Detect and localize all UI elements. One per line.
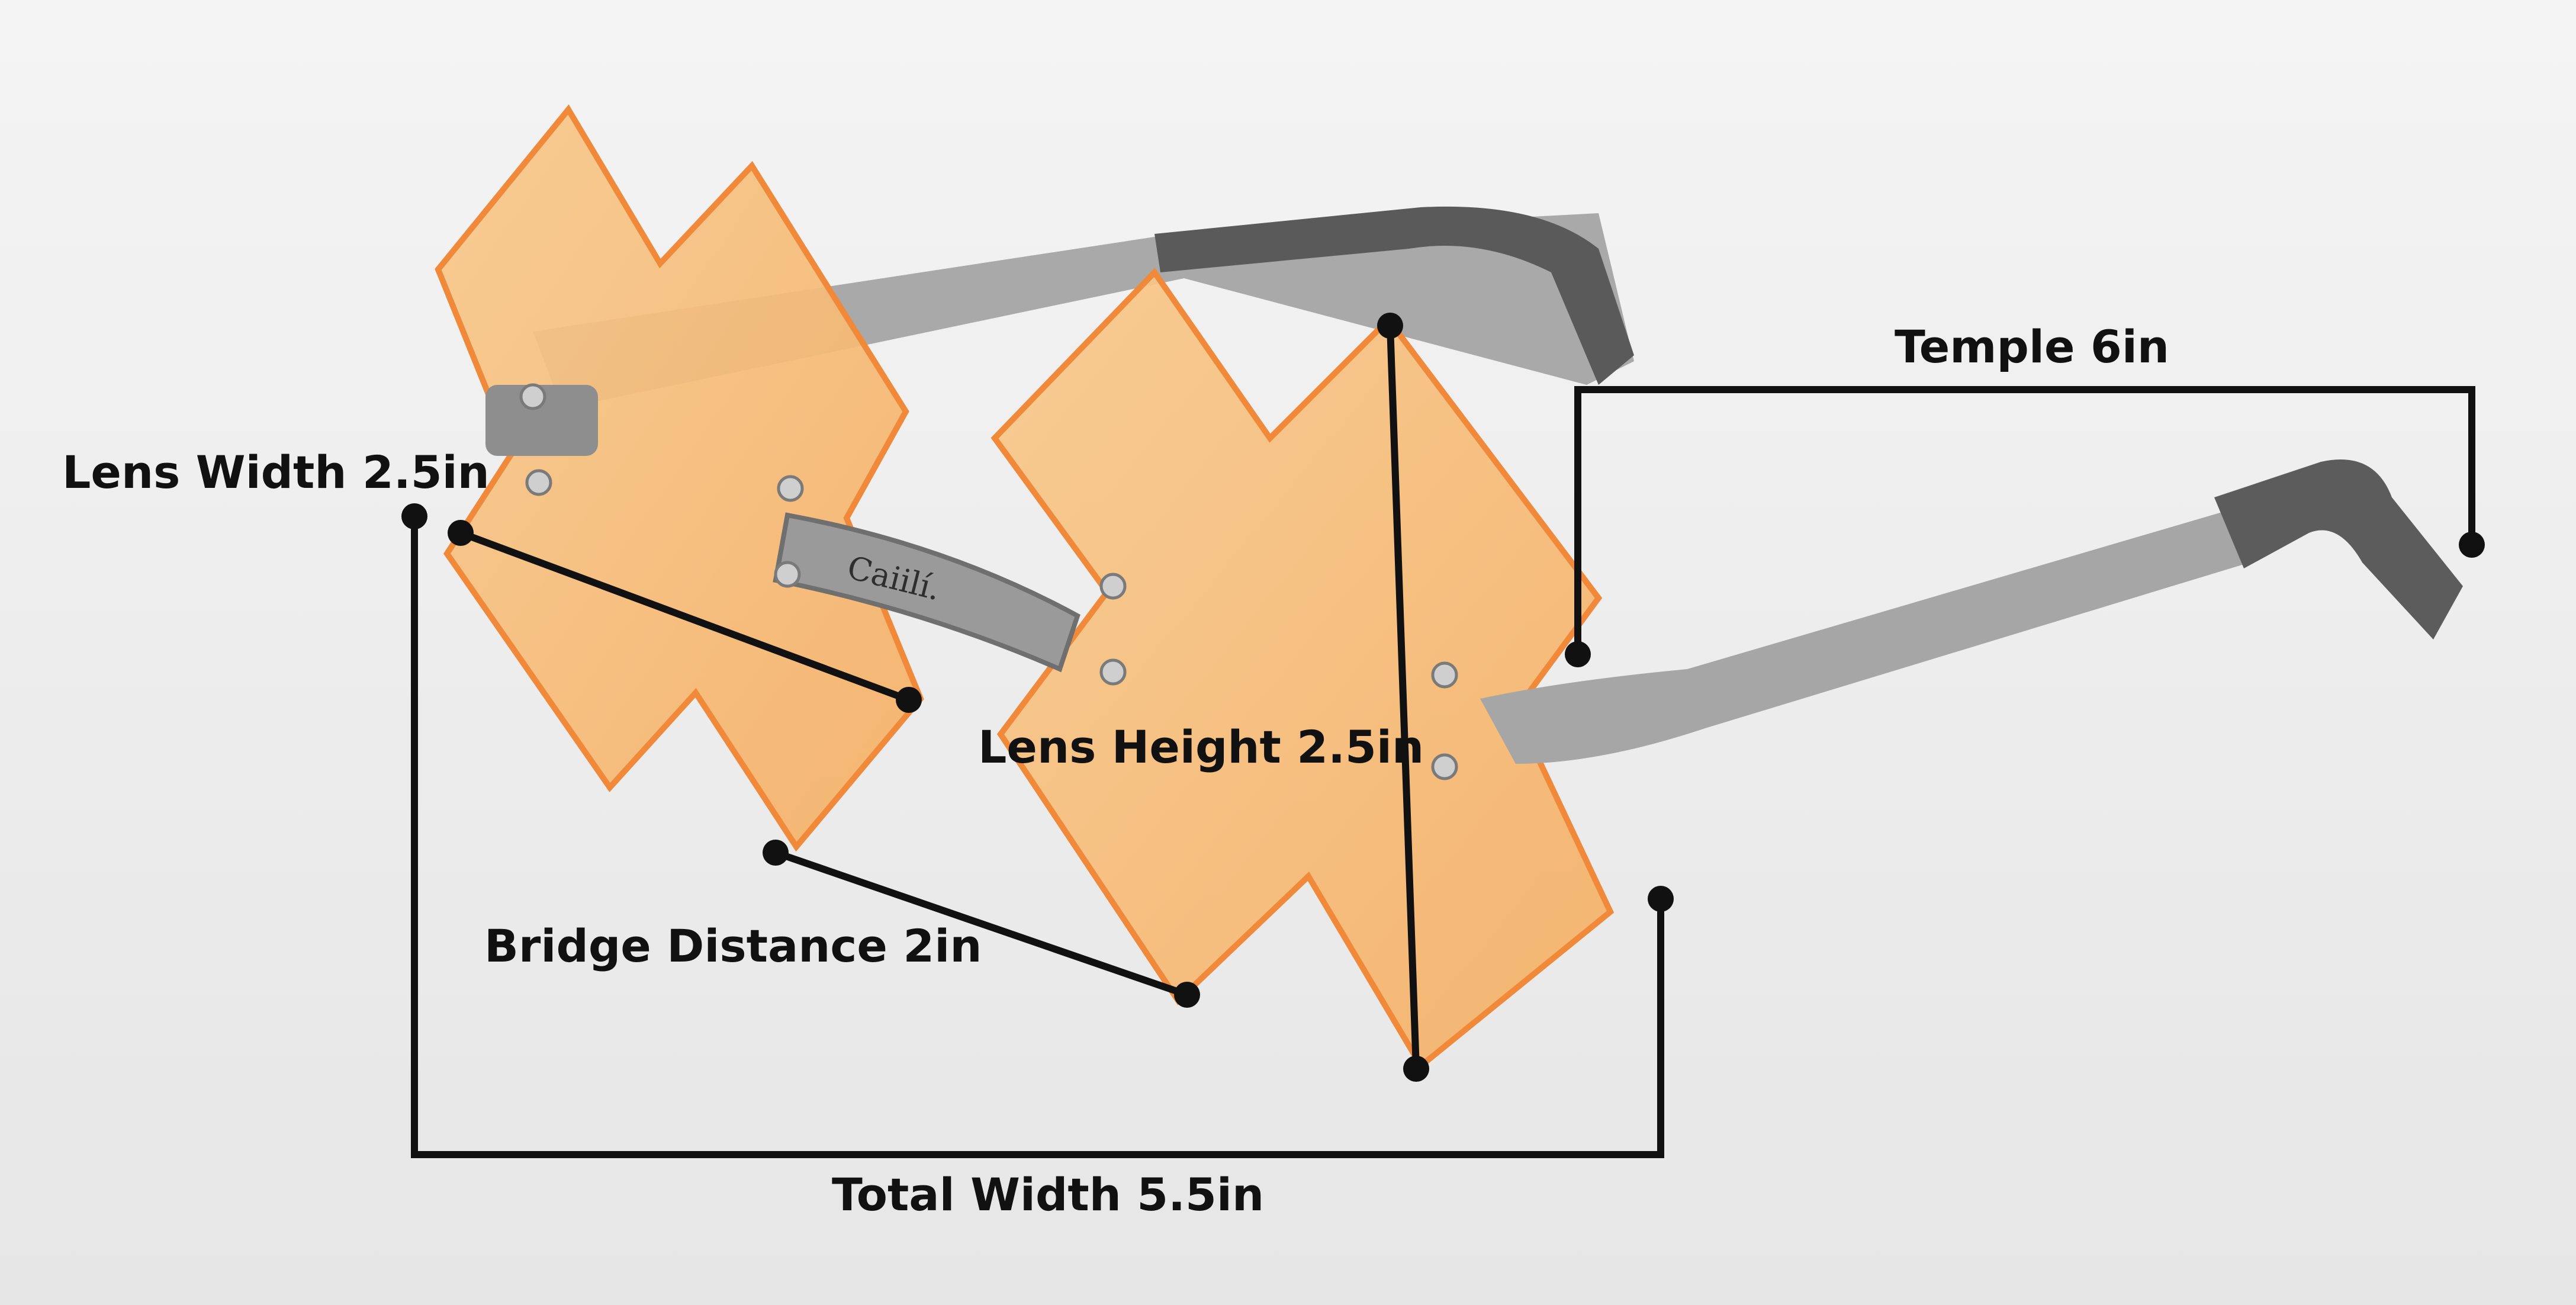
lens-width-label: Lens Width 2.5in — [62, 446, 490, 499]
left-hinge-screw — [525, 469, 552, 496]
temple-endpoint-dot — [2459, 532, 2485, 558]
total-width-endpoint-dot — [1648, 886, 1674, 912]
total-width-endpoint-dot — [401, 503, 427, 529]
total-width-bracket — [411, 516, 1664, 1158]
far-temple-arm — [533, 213, 1634, 409]
right-hinge-screw — [1431, 661, 1458, 689]
bridge-screw — [1099, 573, 1127, 600]
lens-width-line — [459, 529, 911, 703]
near-temple-tip — [2214, 459, 2463, 639]
lens-height-label: Lens Height 2.5in — [978, 721, 1424, 773]
lens-width-endpoint-dot — [448, 520, 474, 546]
bridge-endpoint-dot — [763, 840, 789, 866]
left-hinge-screw — [519, 383, 546, 410]
temple-endpoint-dot — [1565, 641, 1591, 667]
bridge-endpoint-dot — [1174, 982, 1200, 1008]
bridge-screw — [777, 475, 804, 502]
nose-bridge — [773, 512, 1080, 673]
temple-bracket — [1574, 386, 2475, 654]
measurement-endpoints — [401, 313, 2485, 1082]
bridge-distance-line — [774, 849, 1188, 998]
bridge-screw — [1099, 658, 1127, 686]
total-width-label: Total Width 5.5in — [832, 1168, 1265, 1221]
near-temple-arm — [1480, 509, 2250, 764]
bridge-screw — [774, 561, 801, 588]
temple-length-label: Temple 6in — [1895, 320, 2169, 373]
left-hinge — [485, 385, 598, 456]
lens-height-endpoint-dot — [1377, 313, 1403, 339]
far-temple-tip — [1154, 206, 1634, 385]
bridge-distance-label: Bridge Distance 2in — [484, 920, 982, 972]
lens-height-line — [1387, 325, 1420, 1069]
right-hinge-screw — [1431, 753, 1458, 780]
lens-width-endpoint-dot — [896, 687, 922, 713]
measurement-lines — [411, 325, 2475, 1158]
lens-height-endpoint-dot — [1403, 1056, 1429, 1082]
